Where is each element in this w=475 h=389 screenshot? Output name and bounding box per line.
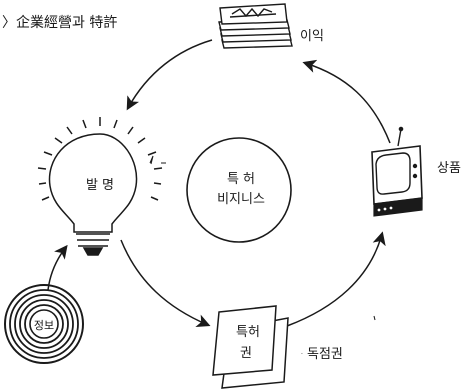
sketch-marks <box>149 155 376 321</box>
profit-label: 이익 <box>300 29 324 44</box>
arrow-invention-to-patent <box>120 239 211 327</box>
information-rings-icon <box>4 284 84 364</box>
center-label-line1: 특 허 <box>227 172 255 187</box>
invention-label: 발 명 <box>86 178 114 193</box>
arrow-profit-to-invention <box>126 39 213 111</box>
arrow-information-to-invention <box>47 244 68 291</box>
arrow-patent-to-product <box>286 231 386 327</box>
patent-caption: 독점권 <box>307 347 343 362</box>
patent-label-line1: 특허 <box>236 325 260 340</box>
patent-caption-mark: · <box>301 351 303 358</box>
television-icon <box>371 126 423 217</box>
money-stack-icon <box>218 3 293 49</box>
information-label: 정보 <box>34 319 54 332</box>
arrow-product-to-profit <box>302 59 391 144</box>
light-bulb-icon <box>37 117 163 256</box>
patent-document-icon <box>212 305 289 389</box>
diagram-title: 〉企業經營과 特許 <box>2 14 117 31</box>
patent-label-line2: 권 <box>240 346 252 361</box>
center-circle: 특 허 비지니스 <box>186 137 292 243</box>
center-label-line2: 비지니스 <box>217 192 265 207</box>
product-label: 상품 <box>437 161 461 176</box>
